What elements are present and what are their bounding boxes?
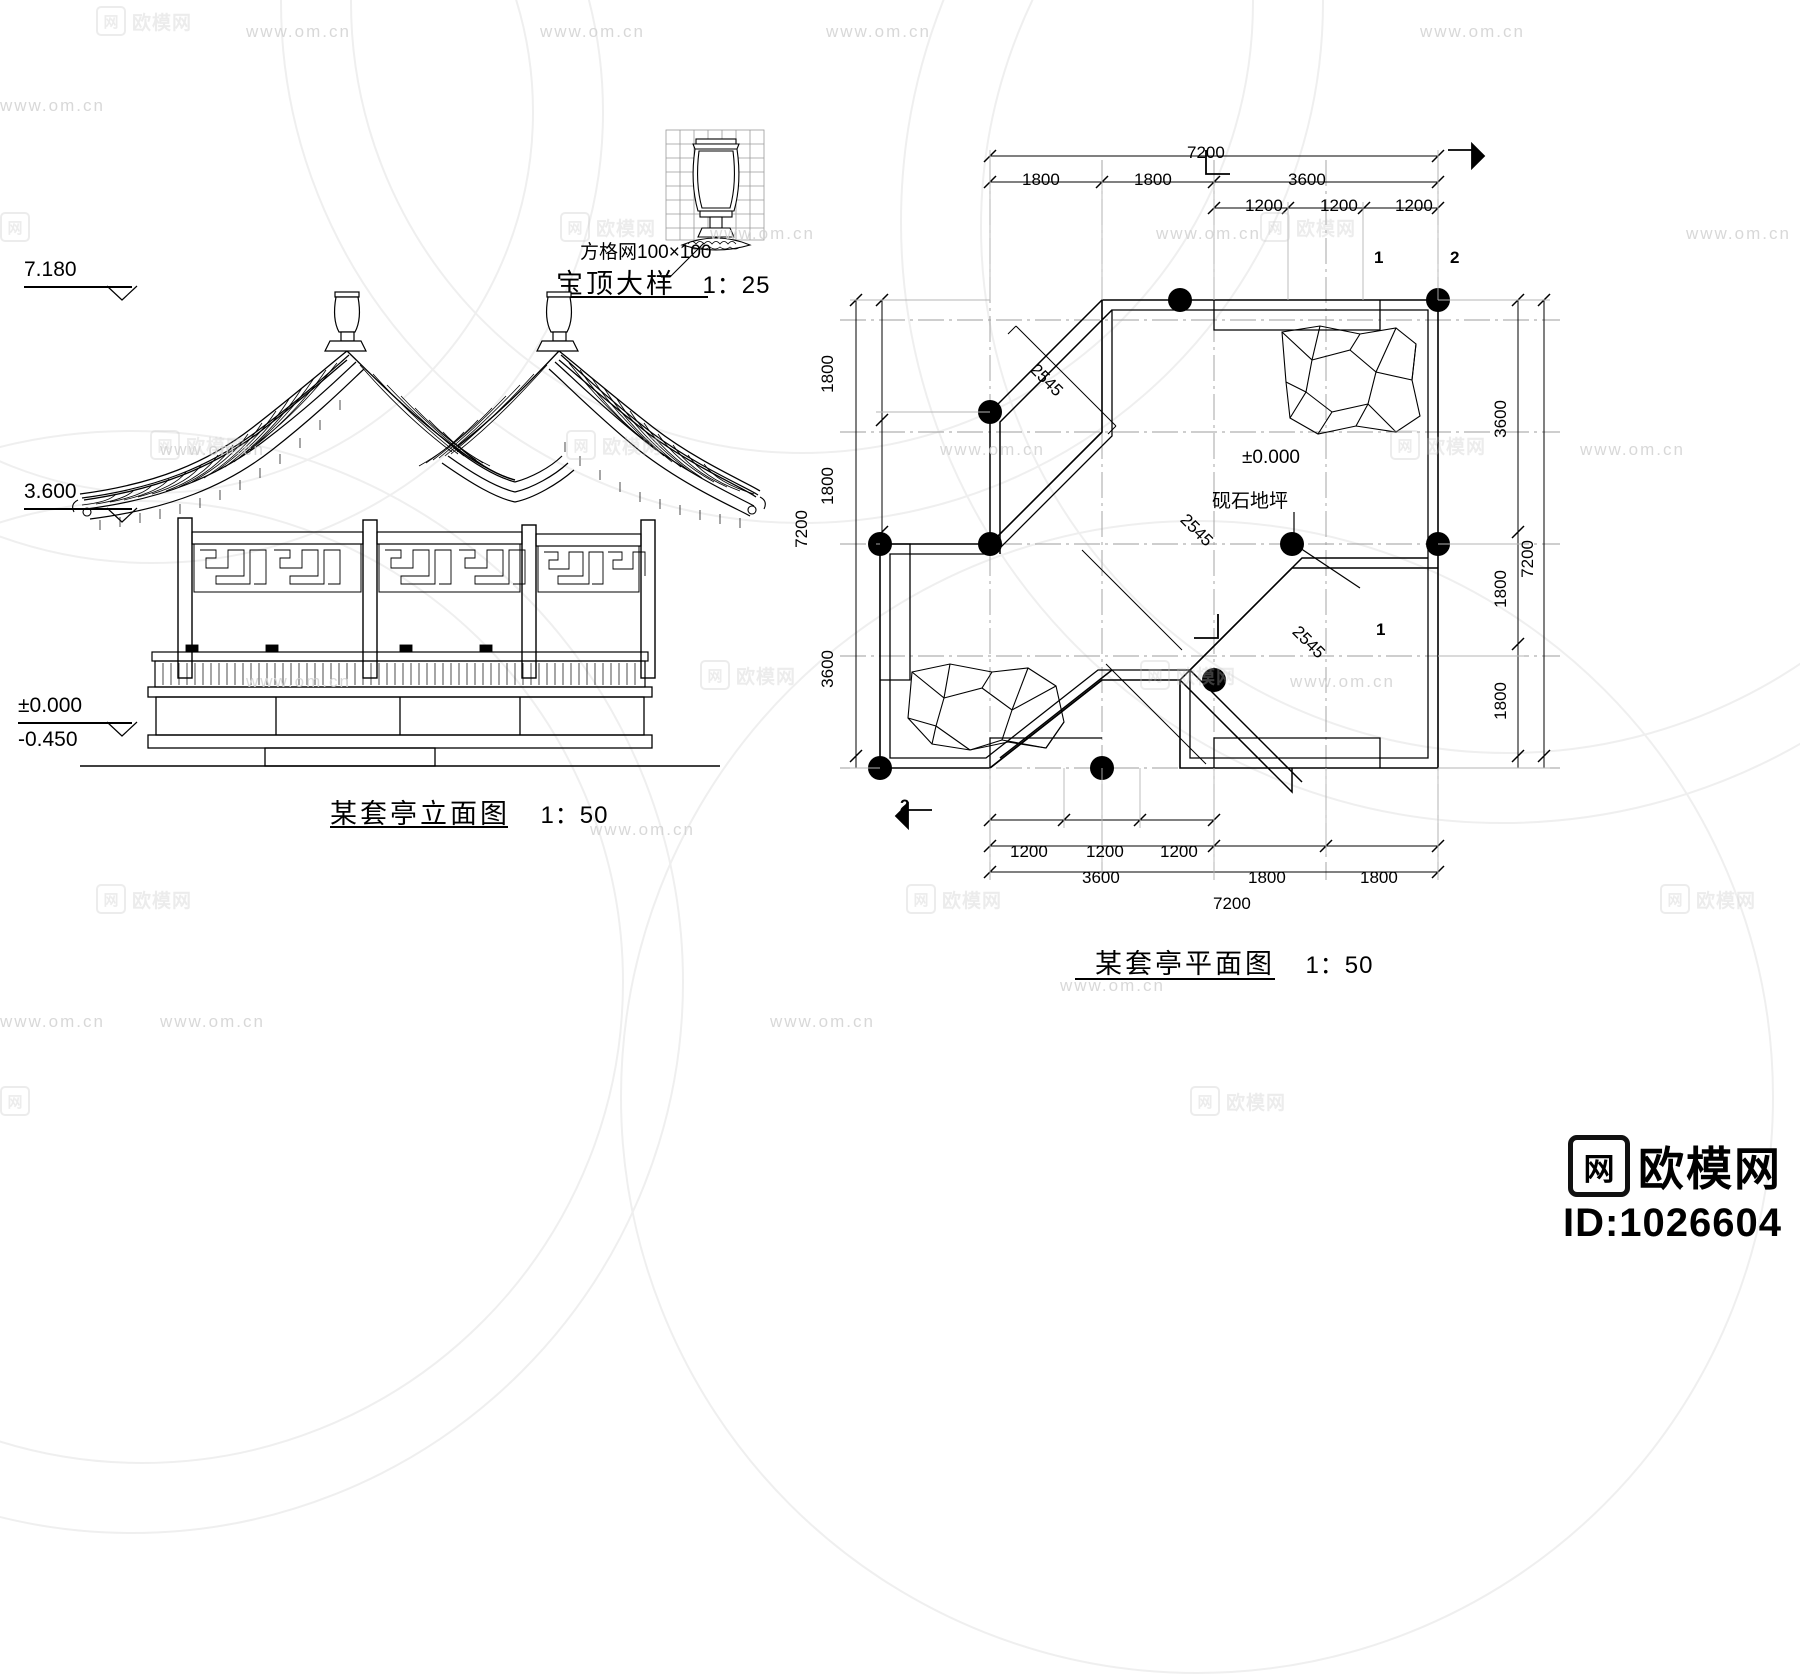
plan-dim-left-chain-3: 3600 xyxy=(818,650,837,688)
elevation-level-3600-value: 3.600 xyxy=(24,480,77,503)
finial-detail-title-zh: 宝顶大样 xyxy=(556,269,676,300)
plan-dim-top-outer-3: 3600 xyxy=(1288,170,1326,189)
elevation-level-3600-symbol xyxy=(106,507,138,523)
plan-dim-left-overall: 7200 xyxy=(792,510,811,548)
plan-dim-top-overall: 7200 xyxy=(1187,143,1225,162)
elevation-level-7180-value: 7.180 xyxy=(24,258,77,281)
section-mark-2-top-label: 2 xyxy=(1450,248,1460,267)
plan-dim-right-chain-2: 1800 xyxy=(1491,570,1510,608)
plan-dim-top-outer-1: 1800 xyxy=(1022,170,1060,189)
elevation-title-zh: 某套亭立面图 xyxy=(330,799,510,830)
plan-dim-bottom-inner-3: 1200 xyxy=(1160,842,1198,861)
plan-dim-left-chain-1: 1800 xyxy=(818,355,837,393)
elevation-level-7180-symbol xyxy=(106,285,138,301)
plan-dim-top-inner-1: 1200 xyxy=(1245,196,1283,215)
plan-dim-bottom-outer-2: 1800 xyxy=(1248,868,1286,887)
plan-dim-right-chain-1: 3600 xyxy=(1491,400,1510,438)
elevation-title-underline xyxy=(330,826,508,828)
plan-title-underline xyxy=(1075,978,1275,980)
plan-paving-note: 砚石地坪 xyxy=(1212,491,1289,512)
elevation-drawing xyxy=(72,291,766,767)
elevation-level-0000-rule xyxy=(18,722,132,724)
plan-title: 某套亭平面图 1：50 xyxy=(1095,942,1374,981)
plan-dim-top-inner-2: 1200 xyxy=(1320,196,1358,215)
elevation-title: 某套亭立面图 1：50 xyxy=(330,792,609,831)
elevation-level-3600-rule xyxy=(24,508,132,510)
plan-dim-left-chain-2: 1800 xyxy=(818,467,837,505)
section-mark-1-right-label: 1 xyxy=(1376,620,1386,639)
plan-dim-top-inner-3: 1200 xyxy=(1395,196,1433,215)
plan-title-zh: 某套亭平面图 xyxy=(1095,949,1275,980)
id-badge-brand-text: 欧模网 xyxy=(1638,1142,1782,1196)
plan-dim-bottom-inner-1: 1200 xyxy=(1010,842,1048,861)
plan-dim-bottom-overall: 7200 xyxy=(1213,894,1251,913)
plan-dim-bottom-outer-3: 1800 xyxy=(1360,868,1398,887)
elevation-level-0000-value: ±0.000 xyxy=(18,694,83,717)
section-mark-2-bottom-label: 2 xyxy=(900,796,910,815)
elevation-level-7180-rule xyxy=(24,286,132,288)
id-badge: 网 欧模网 ID:1026604 xyxy=(1563,1133,1782,1246)
finial-detail-title: 宝顶大样 1：25 xyxy=(556,262,771,301)
id-badge-brand: 网 欧模网 xyxy=(1563,1133,1782,1199)
plan-dimension-lines xyxy=(849,149,1551,880)
id-badge-box-glyph: 网 xyxy=(1568,1135,1630,1197)
finial-detail-title-scale: 1：25 xyxy=(702,272,771,299)
plan-title-scale: 1：50 xyxy=(1305,952,1374,979)
elevation-level-0000-symbol xyxy=(106,721,138,737)
finial-detail-title-underline xyxy=(556,296,708,298)
plan-dim-right-overall: 7200 xyxy=(1518,540,1537,578)
id-badge-number: ID:1026604 xyxy=(1562,1201,1782,1245)
finial-detail-drawing xyxy=(661,129,765,278)
plan-dim-bottom-outer-1: 3600 xyxy=(1082,868,1120,887)
plan-dim-right-chain-3: 1800 xyxy=(1491,682,1510,720)
plan-dim-top-outer-2: 1800 xyxy=(1134,170,1172,189)
plan-ground-level-label: ±0.000 xyxy=(1242,447,1300,468)
plan-dim-bottom-inner-2: 1200 xyxy=(1086,842,1124,861)
section-mark-1-top-label: 1 xyxy=(1374,248,1384,267)
elevation-title-scale: 1：50 xyxy=(540,802,609,829)
elevation-level-0450-value: -0.450 xyxy=(18,728,78,751)
finial-grid-note: 方格网100×100 xyxy=(580,242,712,263)
